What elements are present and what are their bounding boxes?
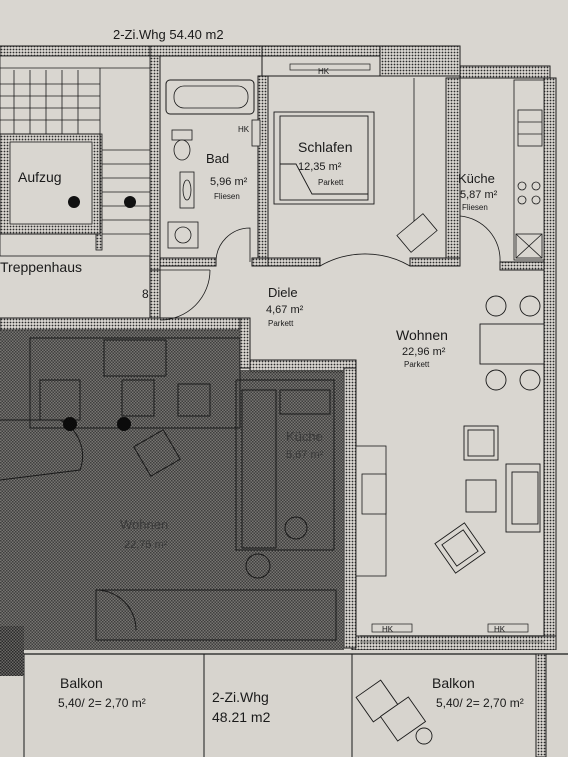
room-label-diele: Diele <box>268 285 298 300</box>
toilet-icon <box>171 129 193 161</box>
outer-walls <box>0 45 557 651</box>
room-area-schlafen: 12,35 m² <box>298 161 342 173</box>
chair-icon <box>396 213 438 253</box>
radiator-label-bottom-left: HK <box>382 625 394 634</box>
chair-icon <box>434 522 486 574</box>
unit-number: 8 <box>142 287 149 301</box>
sofa-icon <box>505 463 541 533</box>
armchair-icon <box>463 425 499 513</box>
elevator-icon <box>0 133 136 235</box>
apartment-title: 2-Zi.Whg 54.40 m2 <box>113 27 224 42</box>
room-label-schlafen: Schlafen <box>298 139 353 155</box>
stove-icon <box>513 79 545 261</box>
unit-area: 48.21 m2 <box>212 709 271 725</box>
room-area-kueche: 5,87 m² <box>460 189 498 201</box>
balkon-left-area: 5,40/ 2= 2,70 m² <box>58 696 146 710</box>
overlay-label-wohnen: Wohnen <box>120 517 169 532</box>
sink-icon <box>167 171 199 249</box>
room-area-diele: 4,67 m² <box>266 304 304 316</box>
radiator-label-bottom-right: HK <box>494 625 506 634</box>
room-floor-wohnen: Parkett <box>404 360 430 369</box>
overlay-area-kueche: 5,67 m² <box>286 449 324 461</box>
room-label-treppenhaus: Treppenhaus <box>0 259 82 275</box>
room-label-aufzug: Aufzug <box>18 169 62 185</box>
table-icon <box>479 295 545 391</box>
overlay-label-kueche: Küche <box>286 429 323 444</box>
room-floor-diele: Parkett <box>268 319 294 328</box>
overlay-floorplan <box>0 330 344 650</box>
room-floor-bad: Fliesen <box>214 192 240 201</box>
room-floor-schlafen: Parkett <box>318 178 344 187</box>
overlay-area-wohnen: 22,75 m² <box>124 539 168 551</box>
room-area-bad: 5,96 m² <box>210 176 248 188</box>
balkon-right-area: 5,40/ 2= 2,70 m² <box>436 696 524 710</box>
room-area-wohnen: 22,96 m² <box>402 346 446 358</box>
bathtub-icon <box>165 79 255 115</box>
room-label-kueche: Küche <box>458 171 495 186</box>
unit-label: 2-Zi.Whg <box>212 689 269 705</box>
balcony-strip <box>0 626 568 757</box>
chair-icon <box>355 679 433 745</box>
radiator-label-bad: HK <box>238 125 250 134</box>
balkon-left-label: Balkon <box>60 675 103 691</box>
bed-icon <box>273 111 375 205</box>
room-label-bad: Bad <box>206 151 230 166</box>
room-floor-kueche: Fliesen <box>462 203 488 212</box>
radiator-label-top: HK <box>318 67 330 76</box>
balkon-right-label: Balkon <box>432 675 475 691</box>
room-label-wohnen: Wohnen <box>396 327 448 343</box>
